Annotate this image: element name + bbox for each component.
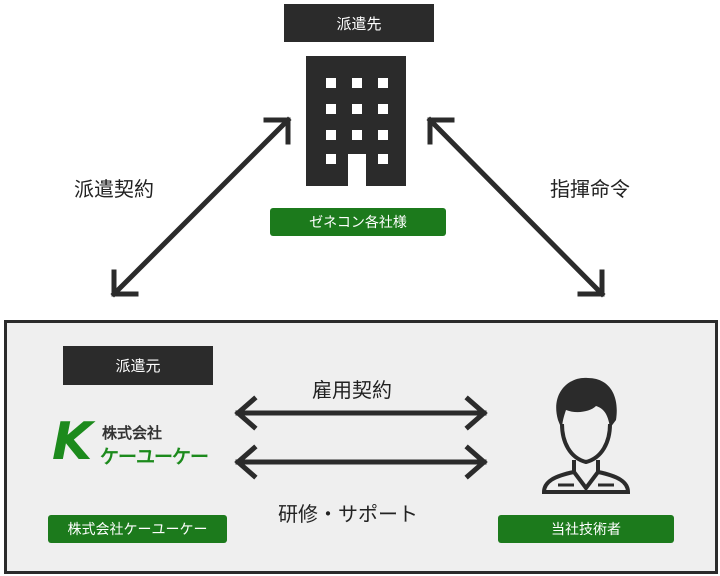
client-label: 派遣先 [284, 4, 434, 42]
dispatch-contract-text: 派遣契約 [74, 177, 154, 201]
support-arrow [234, 444, 488, 480]
company-logo: K 株式会社 ケーユーケー [52, 412, 209, 472]
dispatcher-label: 派遣元 [63, 346, 213, 385]
company-name-badge: 株式会社ケーユーケー [48, 515, 227, 543]
dispatch-contract-arrow [110, 116, 292, 298]
building-icon [306, 56, 406, 186]
command-text: 指揮命令 [550, 177, 630, 201]
command-arrow [426, 116, 606, 298]
client-name-badge: ゼネコン各社様 [270, 208, 446, 236]
employment-text: 雇用契約 [312, 378, 392, 402]
support-text: 研修・サポート [278, 502, 418, 526]
employment-arrow [234, 395, 488, 431]
engineer-icon [541, 377, 631, 494]
engineer-badge: 当社技術者 [498, 515, 674, 543]
